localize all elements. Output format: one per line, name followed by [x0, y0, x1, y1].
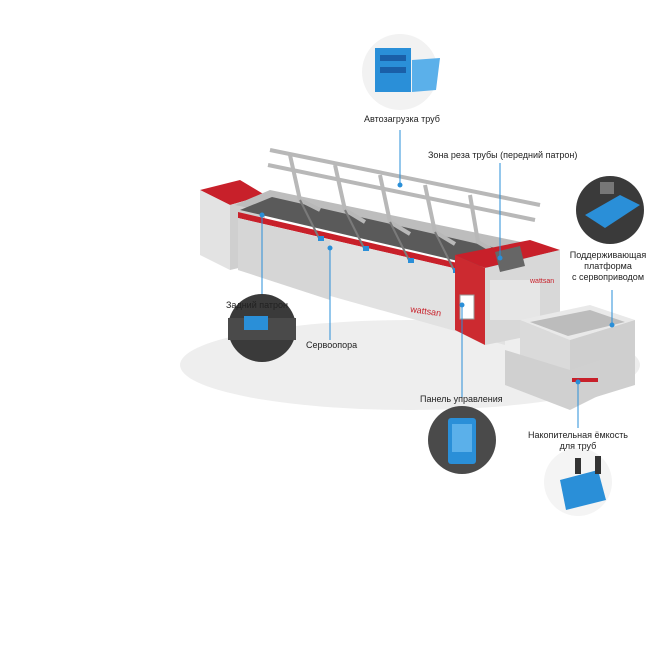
brand-mark-front: wattsan	[409, 304, 442, 318]
gantry-arms	[299, 199, 456, 273]
svg-text:wattsan: wattsan	[529, 278, 554, 285]
label-cut-zone: Зона реза трубы (передний патрон)	[428, 150, 578, 160]
svg-text:wattsan: wattsan	[409, 304, 442, 318]
label-storage-line2: для труб	[559, 441, 597, 451]
autoload-gantry	[267, 148, 541, 254]
label-support-platform: Поддерживающая платформа с сервоприводом	[568, 250, 648, 283]
label-support-line1: Поддерживающая	[569, 250, 647, 260]
brand-mark-cabinet: wattsan	[529, 278, 554, 285]
callout-lines	[259, 130, 615, 428]
label-rear-chuck: Задний патрон	[226, 300, 289, 310]
output-platform	[505, 305, 635, 410]
label-control-panel: Панель управления	[420, 394, 503, 404]
thumb-rear-chuck	[228, 294, 296, 362]
thumb-control-panel	[428, 406, 496, 474]
label-autoload: Автозагрузка труб	[364, 114, 440, 124]
label-support-line3: с сервоприводом	[571, 272, 645, 282]
thumb-storage-bin	[544, 448, 612, 516]
label-support-line2: платформа	[584, 261, 632, 271]
thumb-support-platform	[576, 176, 644, 244]
machine-bed	[200, 180, 560, 345]
thumb-autoload	[362, 34, 440, 110]
label-storage-bin: Накопительная ёмкость для труб	[522, 430, 634, 452]
label-storage-line1: Накопительная ёмкость	[527, 430, 628, 440]
label-servo-support: Сервоопора	[306, 340, 358, 350]
